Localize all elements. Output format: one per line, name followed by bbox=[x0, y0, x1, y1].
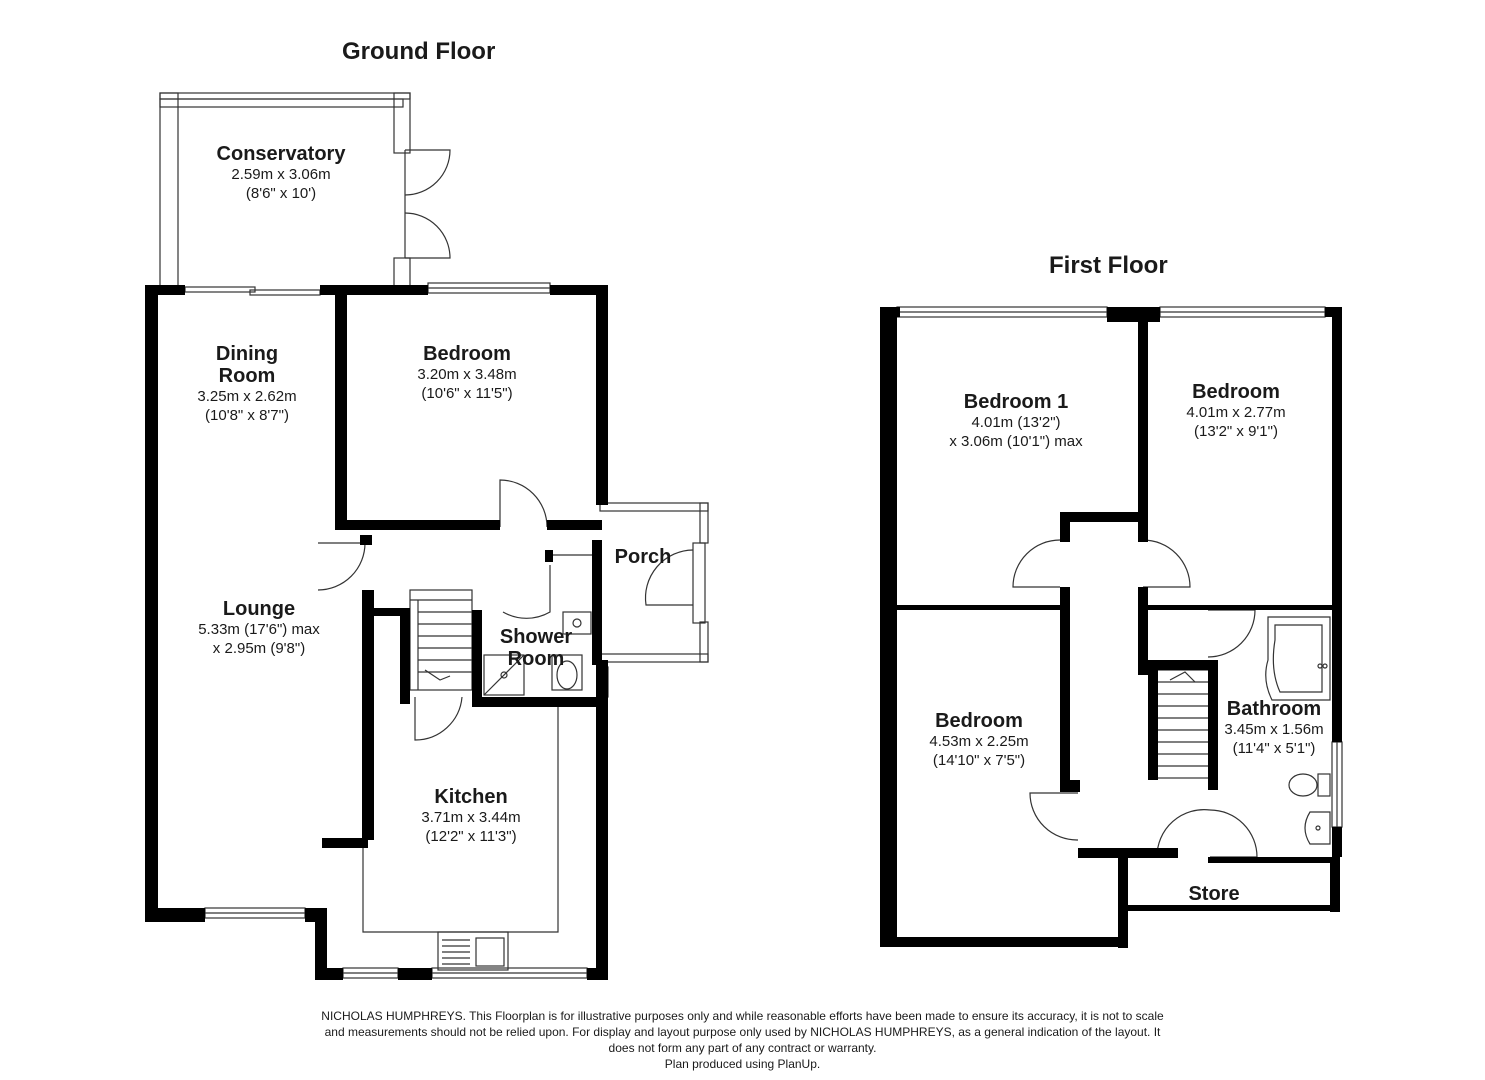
first-doors bbox=[1012, 539, 1258, 858]
room-name-line1: Dining bbox=[215, 343, 279, 365]
room-name: Bedroom bbox=[423, 343, 511, 365]
room-label-store: Store bbox=[1188, 883, 1239, 905]
conservatory-french-doors bbox=[404, 149, 451, 259]
bathroom-fixtures bbox=[1265, 616, 1331, 845]
room-name-line2: Room bbox=[218, 365, 276, 387]
sliding-door bbox=[184, 286, 321, 296]
room-dimensions-line2: x 3.06m (10'1") max bbox=[949, 433, 1083, 450]
porch-walls bbox=[599, 502, 709, 663]
room-dimensions-imperial: (10'6" x 11'5") bbox=[421, 385, 513, 402]
room-label-bathroom: Bathroom 3.45m x 1.56m (11'4" x 5'1") bbox=[1224, 698, 1323, 758]
room-dimensions-metric: 3.71m x 3.44m bbox=[421, 809, 521, 826]
room-label-lounge: Lounge 5.33m (17'6") max x 2.95m (9'8") bbox=[198, 598, 320, 658]
room-label-dining-room: Dining Room 3.25m x 2.62m (10'8" x 8'7") bbox=[197, 343, 296, 425]
room-dimensions-imperial: (11'4" x 5'1") bbox=[1232, 740, 1316, 757]
room-dimensions-imperial: (8'6" x 10') bbox=[245, 185, 317, 202]
room-label-kitchen: Kitchen 3.71m x 3.44m (12'2" x 11'3") bbox=[421, 786, 520, 846]
first-stairs bbox=[1156, 669, 1216, 779]
room-label-porch: Porch bbox=[615, 546, 672, 568]
disclaimer-line2: and measurements should not be relied up… bbox=[324, 1025, 1161, 1039]
room-dimensions-metric: 2.59m x 3.06m bbox=[231, 166, 331, 183]
room-dimensions-imperial: (13'2" x 9'1") bbox=[1194, 423, 1278, 440]
first-floor-title: First Floor bbox=[1049, 252, 1168, 279]
room-name: Conservatory bbox=[216, 143, 346, 165]
room-label-bedroom-1: Bedroom 1 4.01m (13'2") x 3.06m (10'1") … bbox=[949, 391, 1082, 451]
room-label-bedroom-ground: Bedroom 3.20m x 3.48m (10'6" x 11'5") bbox=[417, 343, 516, 403]
disclaimer-line4: Plan produced using PlanUp. bbox=[664, 1057, 821, 1071]
first-floor-walls bbox=[880, 307, 1342, 948]
room-name: Kitchen bbox=[434, 786, 508, 808]
ground-stairs bbox=[409, 589, 473, 691]
room-name-line1: Shower bbox=[499, 626, 573, 648]
room-dimensions-imperial: (14'10" x 7'5") bbox=[932, 752, 1026, 769]
room-name: Bedroom bbox=[935, 710, 1023, 732]
room-dimensions-imperial: (12'2" x 11'3") bbox=[425, 828, 517, 845]
room-name: Bedroom bbox=[1192, 381, 1280, 403]
room-dimensions-line1: 4.01m (13'2") bbox=[971, 414, 1061, 431]
room-name: Bathroom bbox=[1226, 698, 1322, 720]
room-label-bedroom-left: Bedroom 4.53m x 2.25m (14'10" x 7'5") bbox=[929, 710, 1028, 770]
room-dimensions-metric: 3.25m x 2.62m bbox=[197, 388, 297, 405]
room-label-bedroom-right: Bedroom 4.01m x 2.77m (13'2" x 9'1") bbox=[1186, 381, 1285, 441]
ground-doors bbox=[317, 479, 600, 741]
room-dimensions-line1: 5.33m (17'6") max bbox=[198, 621, 320, 638]
room-label-shower-room: Shower Room bbox=[500, 626, 572, 670]
shower-fixtures bbox=[483, 611, 592, 696]
room-dimensions-metric: 4.53m x 2.25m bbox=[929, 733, 1029, 750]
disclaimer: NICHOLAS HUMPHREYS. This Floorplan is fo… bbox=[190, 1008, 1295, 1072]
room-name: Store bbox=[1188, 883, 1240, 905]
disclaimer-line3: does not form any part of any contract o… bbox=[608, 1041, 877, 1055]
room-dimensions-metric: 3.45m x 1.56m bbox=[1224, 721, 1324, 738]
ground-floor-title: Ground Floor bbox=[342, 38, 496, 65]
disclaimer-line1: NICHOLAS HUMPHREYS. This Floorplan is fo… bbox=[321, 1009, 1164, 1023]
room-name: Lounge bbox=[222, 598, 296, 620]
room-dimensions-imperial: (10'8" x 8'7") bbox=[205, 407, 289, 424]
room-dimensions-metric: 4.01m x 2.77m bbox=[1186, 404, 1286, 421]
room-name: Bedroom 1 bbox=[963, 391, 1069, 413]
room-name-line2: Room bbox=[507, 648, 565, 670]
room-name: Porch bbox=[614, 546, 672, 568]
room-label-conservatory: Conservatory 2.59m x 3.06m (8'6" x 10') bbox=[217, 143, 346, 203]
room-dimensions-metric: 3.20m x 3.48m bbox=[417, 366, 517, 383]
ground-floor-walls bbox=[145, 285, 608, 980]
room-dimensions-line2: x 2.95m (9'8") bbox=[212, 640, 306, 657]
